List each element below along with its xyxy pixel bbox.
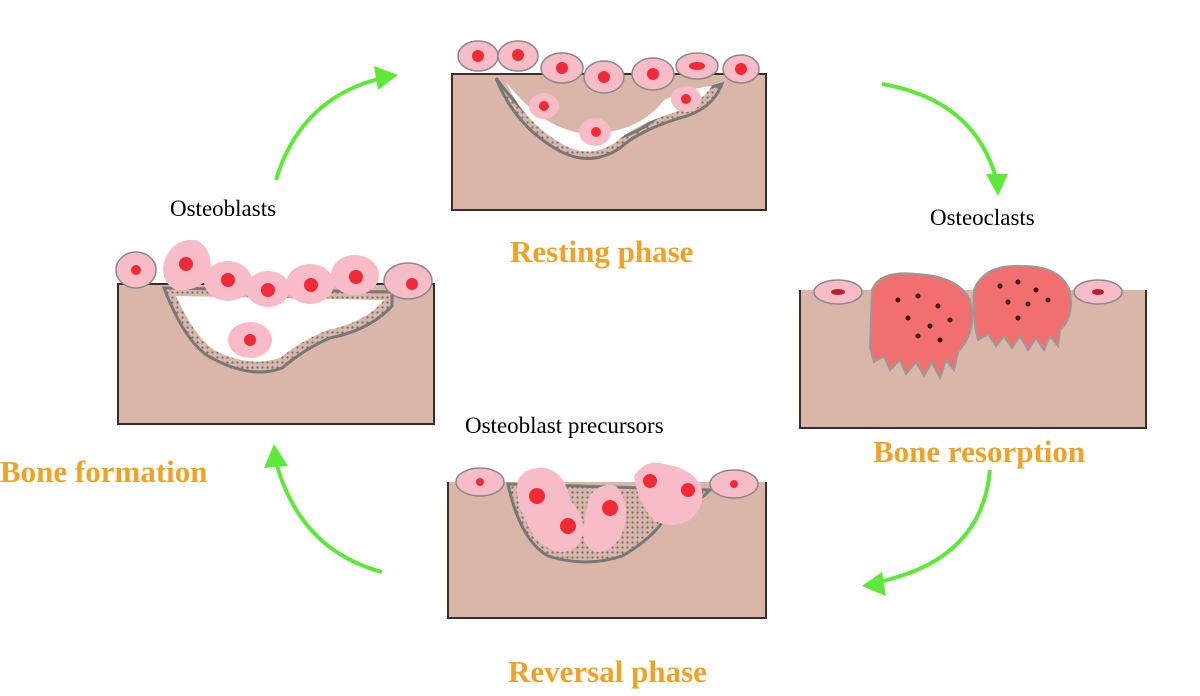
resorption-phase-panel bbox=[796, 264, 1156, 429]
bone-formation-label: Bone formation bbox=[0, 454, 208, 489]
resting-phase-panel bbox=[451, 40, 767, 211]
arrowhead bbox=[862, 572, 886, 596]
arrow-resting-to-resorption bbox=[881, 82, 998, 179]
osteoblast-precursor-cells bbox=[455, 462, 759, 552]
lining-cells bbox=[457, 40, 760, 146]
resorption-cavity bbox=[506, 82, 712, 152]
arrowhead bbox=[374, 66, 398, 90]
reversal-phase-label: Reversal phase bbox=[508, 654, 707, 689]
arrowhead bbox=[264, 444, 288, 468]
osteoclasts-label: Osteoclasts bbox=[930, 205, 1035, 230]
osteoblast-cells bbox=[115, 239, 433, 358]
arrow-formation-to-resting bbox=[274, 77, 379, 181]
arrow-reversal-to-formation bbox=[274, 461, 383, 574]
osteoblast-precursors-label: Osteoblast precursors bbox=[465, 413, 664, 438]
osteoclasts bbox=[868, 264, 1072, 381]
arrow-resorption-to-reversal bbox=[877, 469, 992, 584]
resting-phase-label: Resting phase bbox=[510, 234, 694, 269]
bone-resorption-label: Bone resorption bbox=[873, 434, 1086, 469]
formation-cavity bbox=[176, 296, 384, 362]
cycle-arrows bbox=[274, 77, 998, 584]
cycle-arrowheads bbox=[264, 66, 1008, 596]
reversal-phase-panel bbox=[444, 462, 774, 619]
arrowhead bbox=[986, 174, 1008, 196]
formation-phase-panel bbox=[115, 239, 435, 425]
osteoblasts-label: Osteoblasts bbox=[170, 196, 277, 221]
